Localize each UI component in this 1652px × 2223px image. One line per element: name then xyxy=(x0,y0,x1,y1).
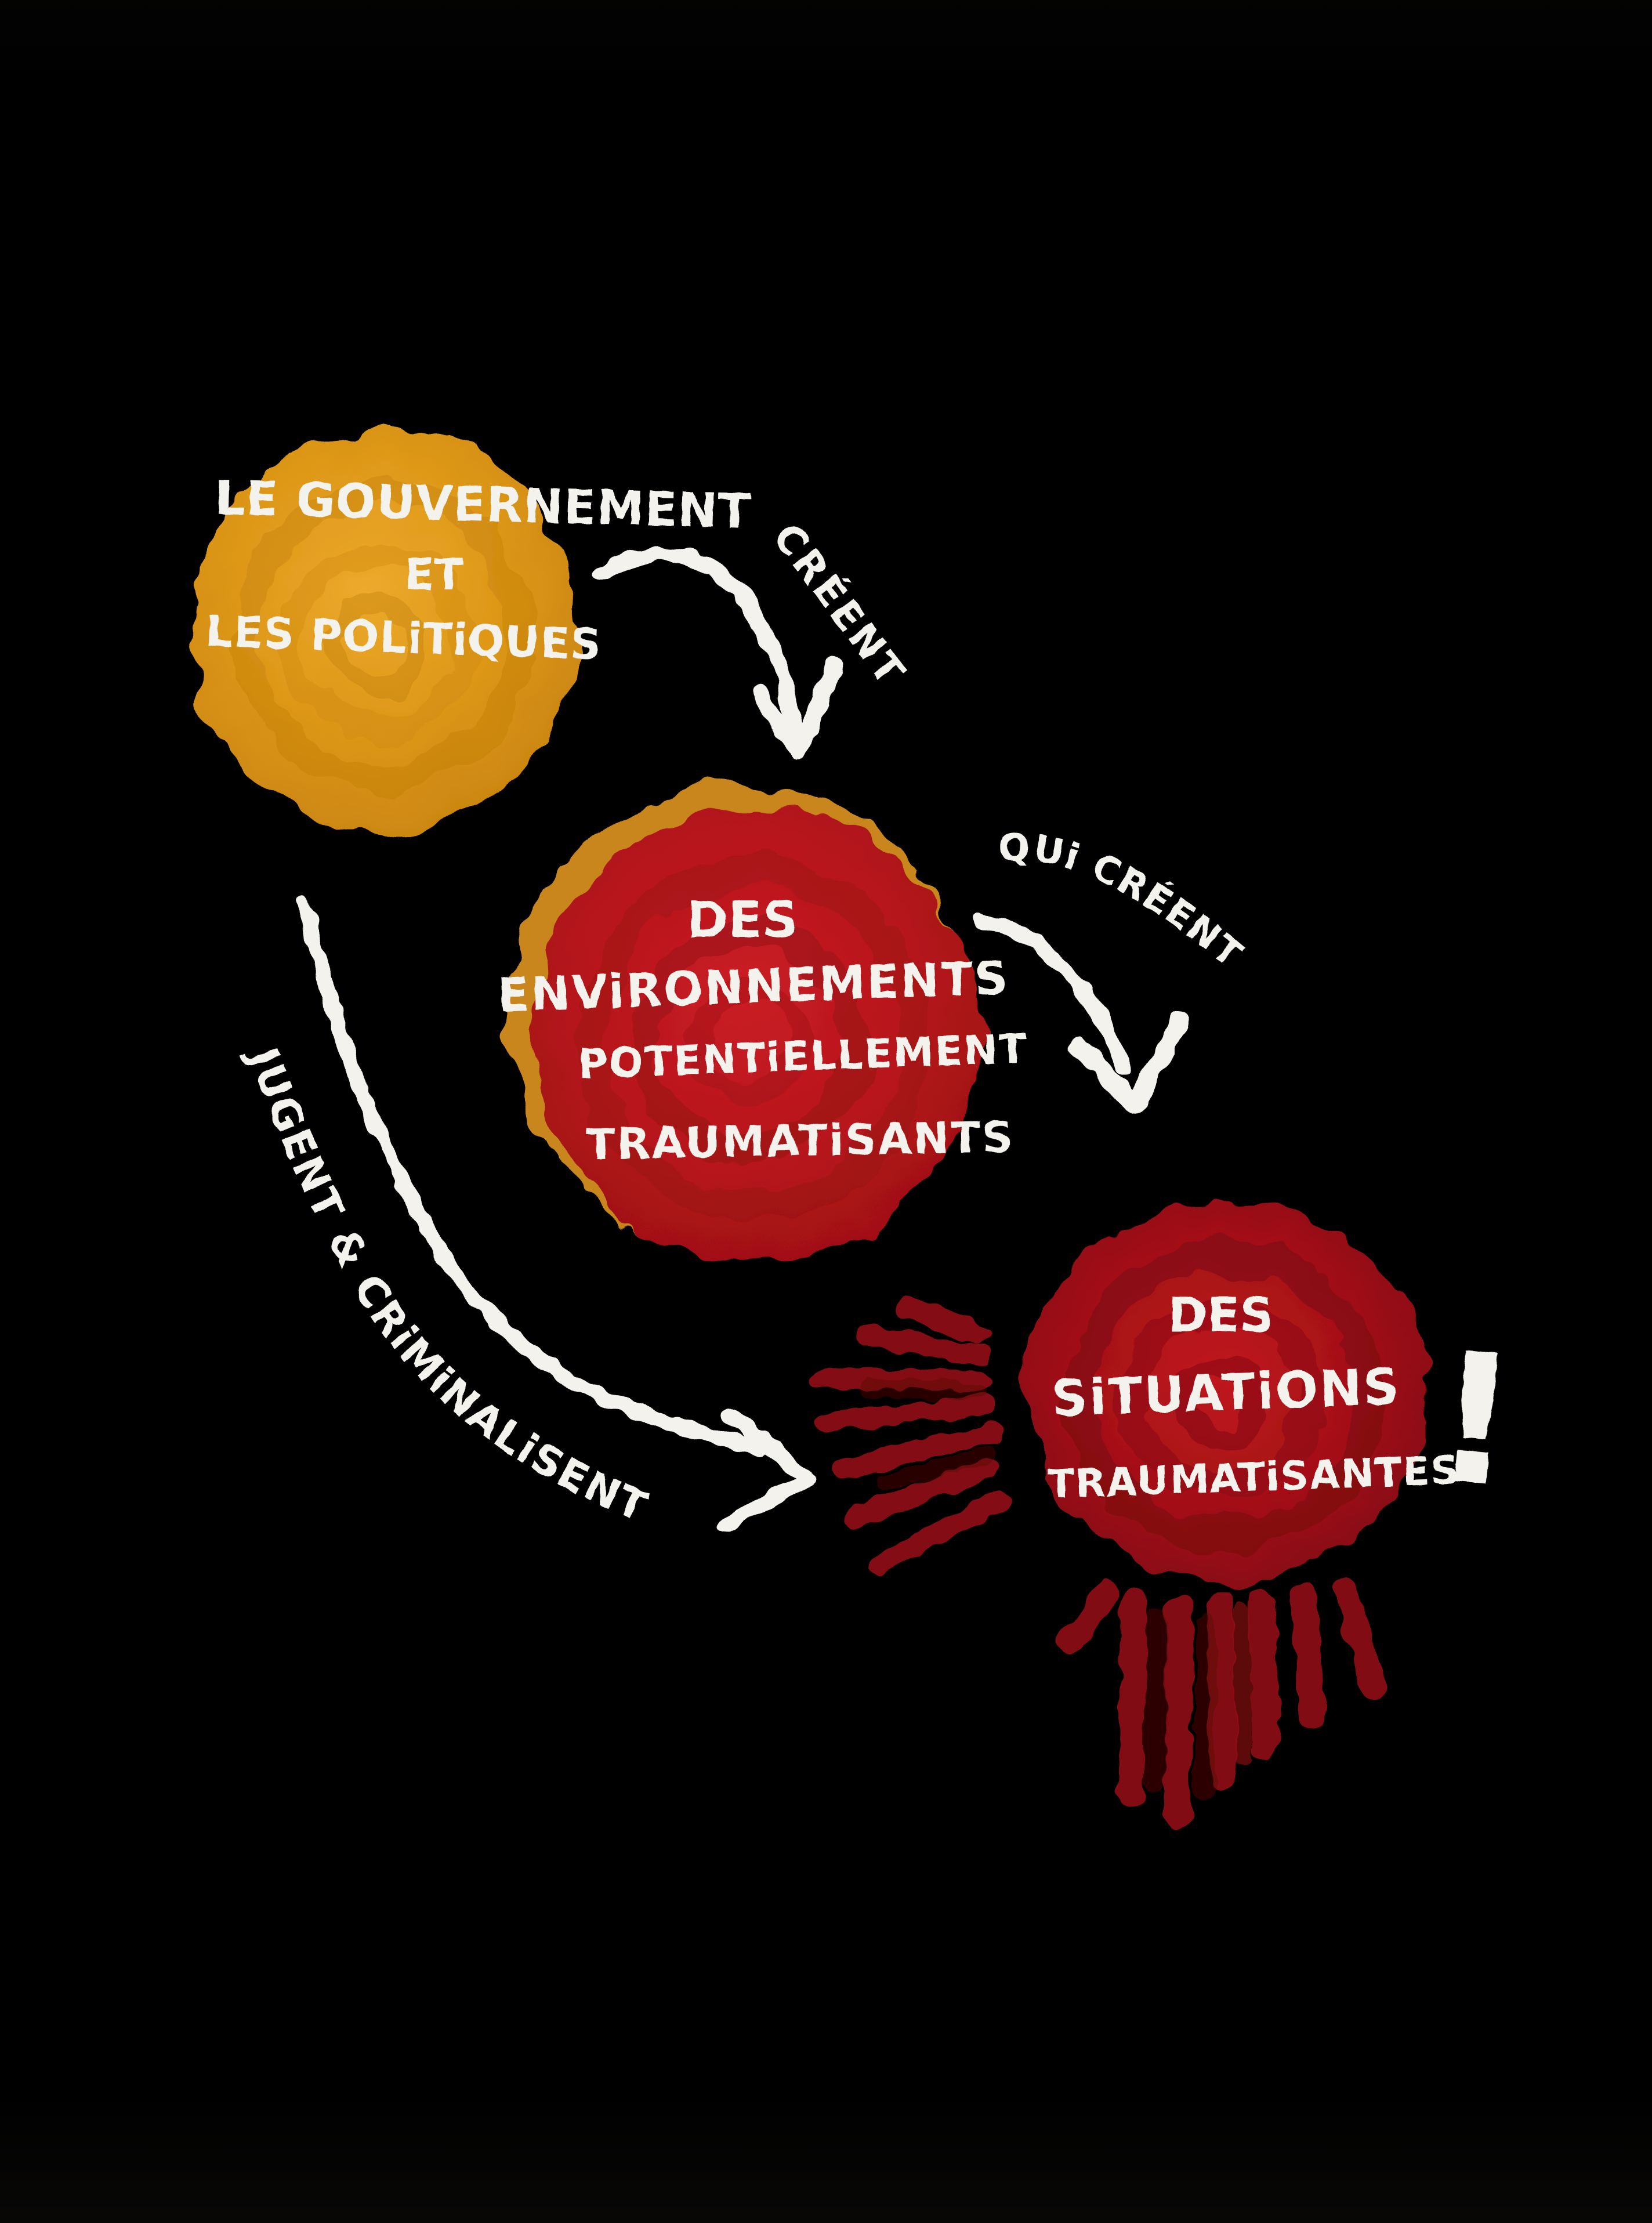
spike-tassels-decoration xyxy=(1059,1577,1387,1828)
node-environments-circle xyxy=(506,783,977,1261)
edge-creent-arrow xyxy=(595,546,844,761)
spike-burst-decoration xyxy=(810,1296,1009,1577)
situations-exclamation-mark: ! xyxy=(1426,1313,1526,1529)
edge-jugent-arrowhead xyxy=(717,1406,816,1533)
edges xyxy=(295,546,1189,1533)
node-government-line-2: ET xyxy=(404,550,463,600)
node-environments-line-1: DES xyxy=(687,891,798,949)
node-situations-line-2: SiTUATiONS xyxy=(1050,1358,1401,1428)
edge-jugent-arrow xyxy=(295,895,816,1533)
edge-qui-creent-arrowhead xyxy=(1069,1012,1189,1114)
node-government-circle xyxy=(194,429,579,830)
node-situations-line-1: DES xyxy=(1168,1288,1274,1343)
node-situations-circle xyxy=(1026,1202,1428,1583)
node-environments-line-4: TRAUMATiSANTS xyxy=(585,1113,1015,1170)
edge-qui-creent-arrow xyxy=(973,911,1189,1114)
edge-creent-arrowhead xyxy=(751,656,844,761)
